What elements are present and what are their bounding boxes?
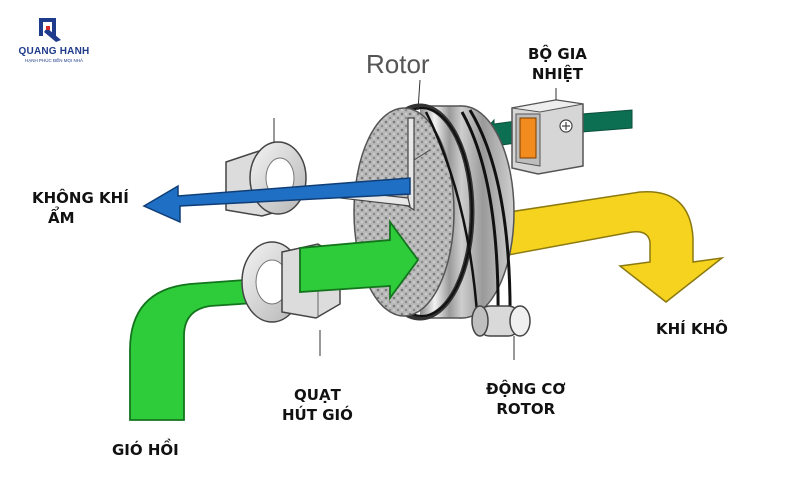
humid-air-label: KHÔNG KHÍ ẨM <box>32 188 129 228</box>
fan-label-line1: QUẠT <box>294 386 341 404</box>
logo-brand: QUANG HANH <box>18 46 90 57</box>
motor-label-line2: ROTOR <box>496 400 556 418</box>
motor-label-line1: ĐỘNG CƠ <box>486 380 566 398</box>
rotor-leader-line <box>417 79 421 111</box>
motor-label: ĐỘNG CƠ ROTOR <box>486 379 566 419</box>
heater-label-line2: NHIỆT <box>531 65 584 83</box>
rotor-drum <box>353 103 515 321</box>
heater-label-line1: BỘ GIA <box>528 45 587 63</box>
dry-air-label: KHÍ KHÔ <box>656 320 728 338</box>
rotor-motor <box>471 305 531 360</box>
dry-air-arrow <box>469 190 725 303</box>
fan-label: QUẠT HÚT GIÓ <box>282 385 353 425</box>
intake-air-arrow <box>299 219 420 301</box>
return-air-label: GIÓ HỒI <box>112 441 179 459</box>
fan-label-line2: HÚT GIÓ <box>282 406 353 424</box>
heater-label: BỘ GIA NHIỆT <box>528 44 587 84</box>
heater-box <box>511 99 584 175</box>
humid-air-label-line2: ẨM <box>48 209 75 227</box>
logo-tagline: HẠNH PHÚC ĐẾN MỌI NHÀ <box>24 58 83 63</box>
humid-air-arrow <box>142 177 411 224</box>
heater-air-arrow <box>581 109 633 133</box>
rotor-title: Rotor <box>366 49 430 79</box>
company-logo: QUANG HANH HẠNH PHÚC ĐẾN MỌI NHÀ <box>4 14 104 64</box>
humid-air-label-line1: KHÔNG KHÍ <box>32 189 129 207</box>
logo-icon <box>39 18 61 42</box>
